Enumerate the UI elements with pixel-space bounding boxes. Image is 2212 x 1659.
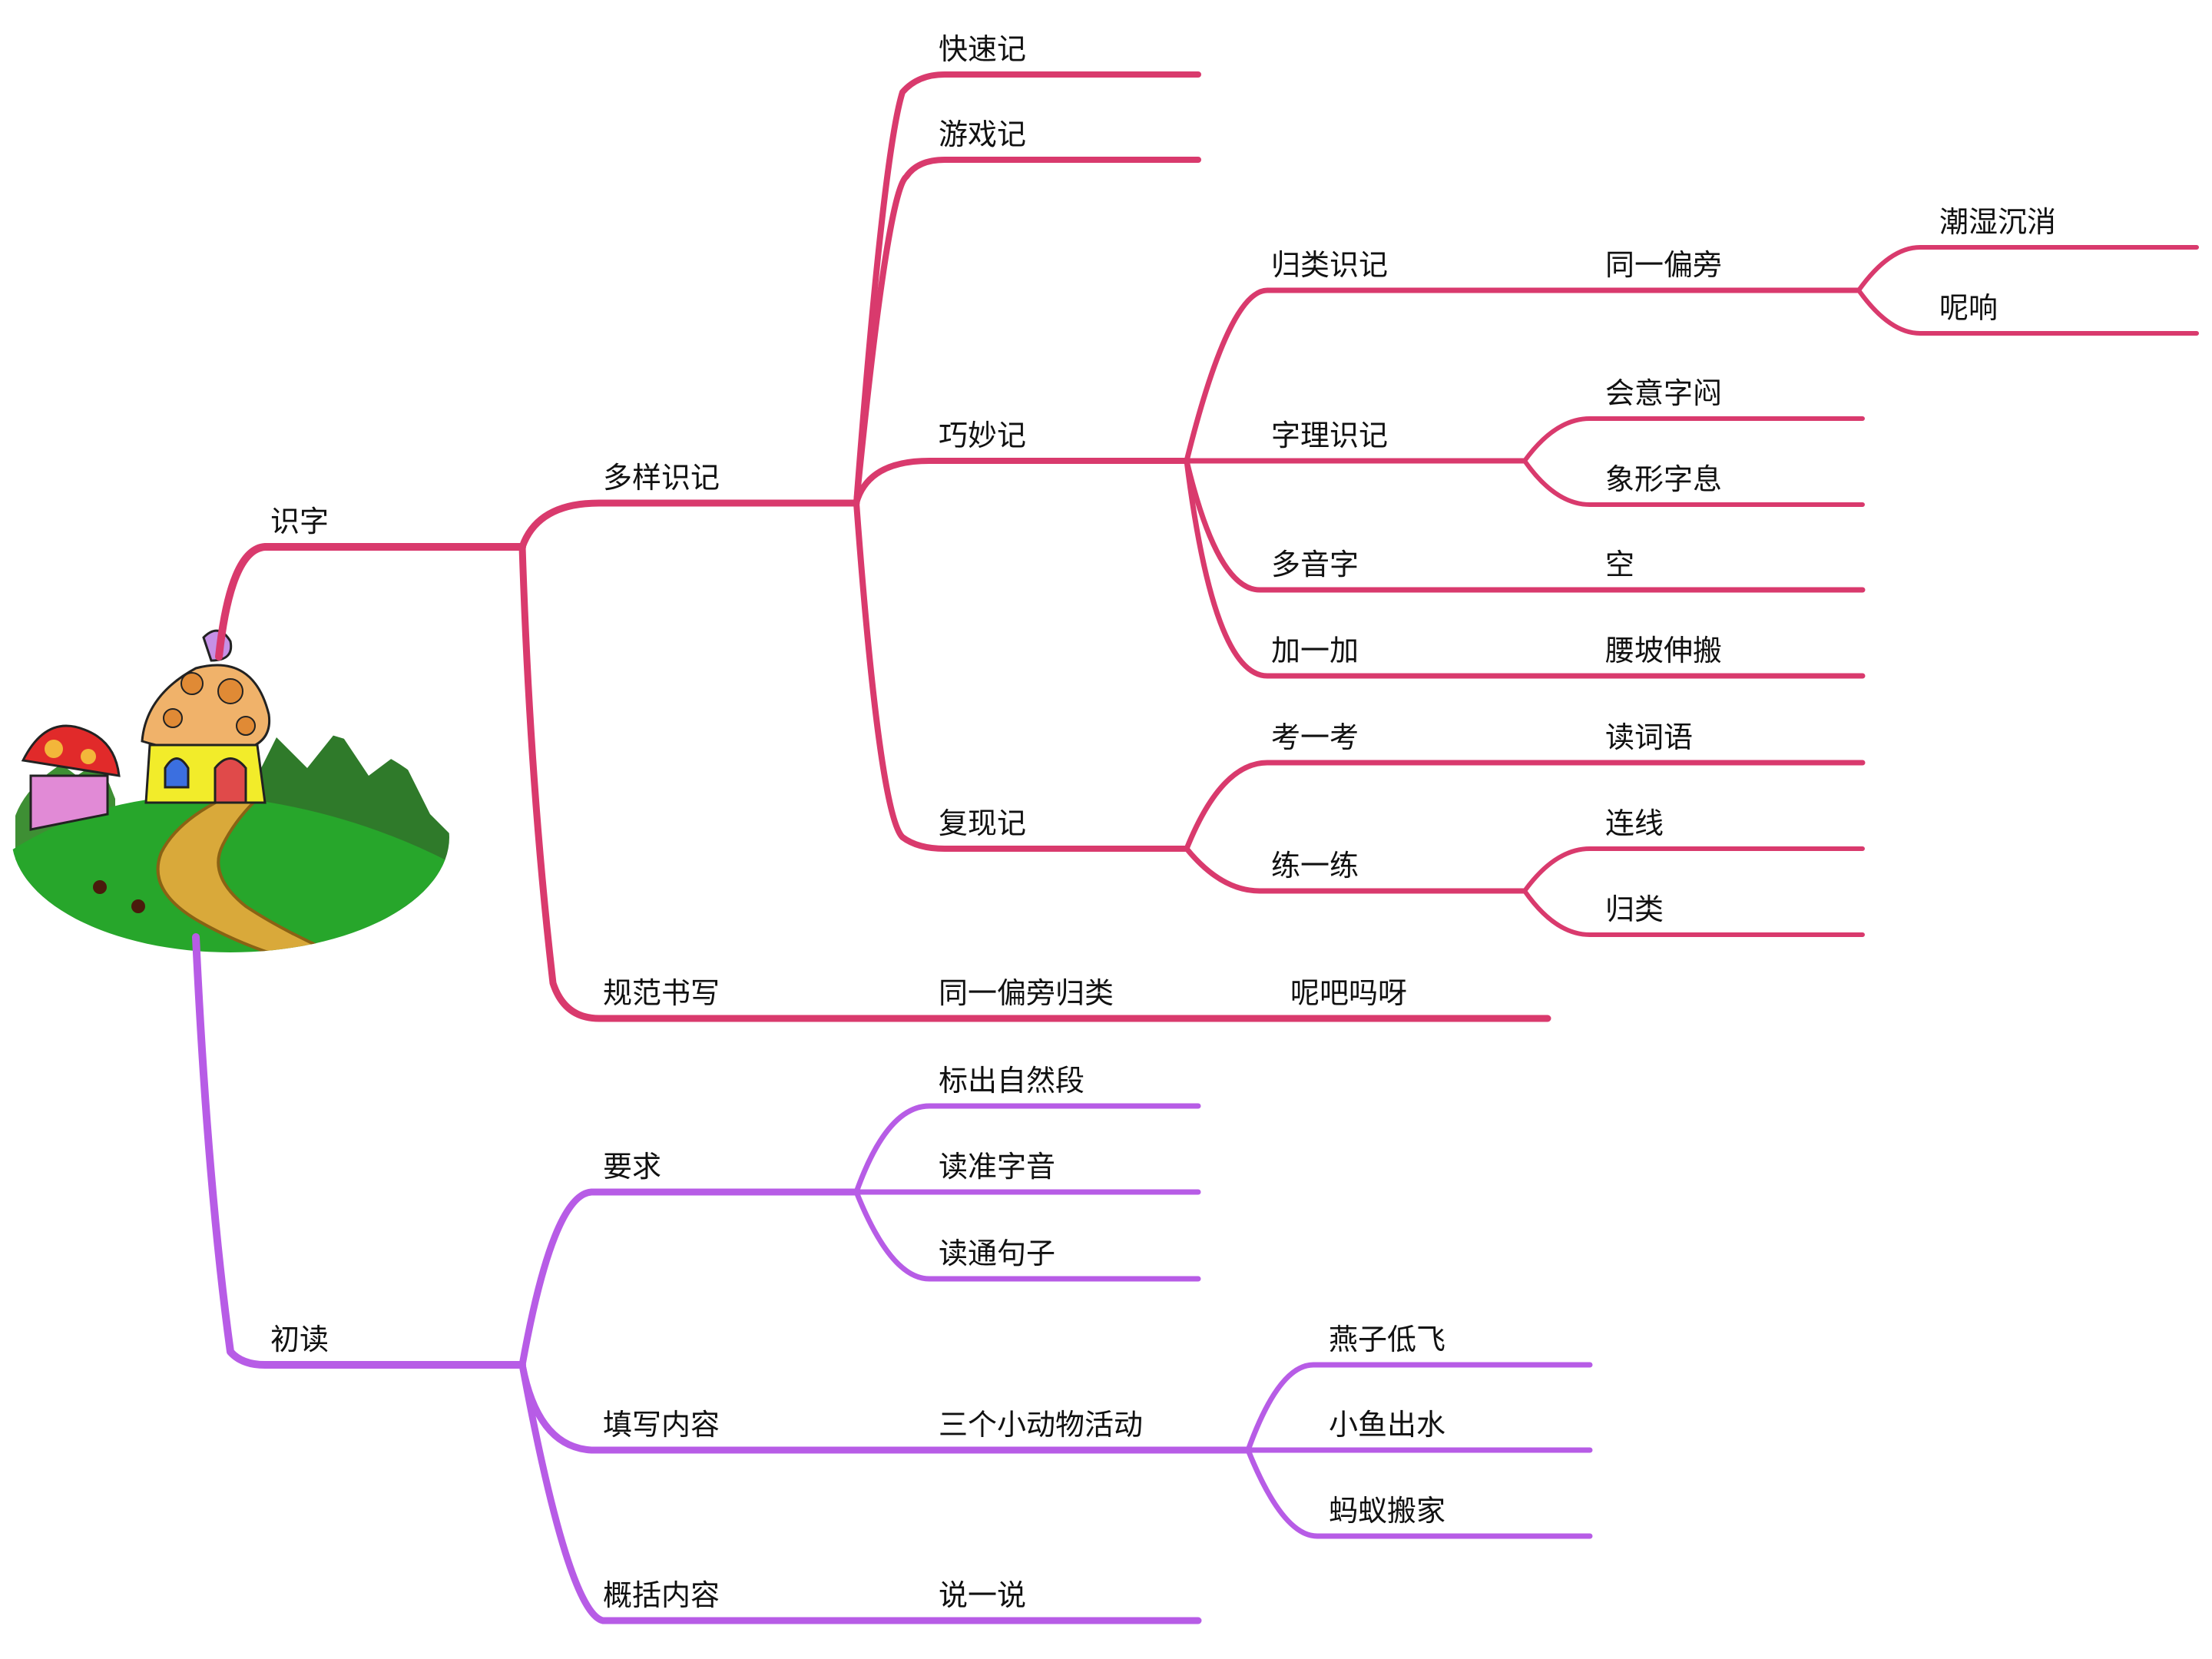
node-duoyang-shiji: 多样识记 bbox=[603, 461, 720, 495]
node-tianxie-neirong: 填写内容 bbox=[603, 1408, 720, 1442]
node-guilei-shiji: 归类识记 bbox=[1271, 248, 1388, 282]
node-zili-shiji: 字理识记 bbox=[1271, 419, 1388, 452]
node-guifan-shuxie: 规范书写 bbox=[603, 976, 720, 1010]
leaf-chaoshi-chenxiao: 潮湿沉消 bbox=[1939, 205, 2056, 239]
node-duoyin-zi: 多音字 bbox=[1271, 548, 1359, 581]
node-gaikuo-neirong: 概括内容 bbox=[603, 1578, 720, 1612]
node-sange-xiaodongwu: 三个小动物活动 bbox=[939, 1408, 1143, 1442]
node-youxi-ji: 游戏记 bbox=[939, 118, 1026, 151]
node-fuxian-ji: 复现记 bbox=[939, 806, 1026, 840]
leaf-xiaoyu-chushui: 小鱼出水 bbox=[1329, 1408, 1445, 1442]
leaf-shuo-yi-shuo: 说一说 bbox=[939, 1578, 1026, 1612]
labels: 识字 多样识记 快速记 游戏记 巧妙记 复现记 归类识记 同一偏旁 潮湿沉消 呢… bbox=[270, 32, 2056, 1612]
node-kuaisu-ji: 快速记 bbox=[939, 32, 1026, 66]
node-chudu: 初读 bbox=[270, 1323, 329, 1356]
leaf-kong: 空 bbox=[1605, 548, 1634, 581]
node-tongyi-pianpang: 同一偏旁 bbox=[1605, 248, 1722, 282]
leaf-biaochu-ziranduan: 标出自然段 bbox=[939, 1064, 1084, 1098]
leaf-yao-po-shen-ban: 腰坡伸搬 bbox=[1605, 634, 1722, 667]
leaf-xiangxing-zi: 象形字息 bbox=[1605, 462, 1722, 496]
leaf-du-ciyu: 读词语 bbox=[1605, 720, 1693, 754]
leaf-ne-ba-ma-ya: 呢吧吗呀 bbox=[1290, 976, 1407, 1010]
node-yaoqiu: 要求 bbox=[603, 1150, 661, 1184]
node-lian-yi-lian: 练一练 bbox=[1271, 849, 1359, 882]
node-qiaomiao-ji: 巧妙记 bbox=[939, 419, 1026, 452]
branch-shizi bbox=[215, 71, 2199, 1022]
leaf-huiyi-zi: 会意字闷 bbox=[1605, 376, 1722, 410]
mushroom-house-illustration bbox=[12, 629, 449, 952]
leaf-yanzi-difei: 燕子低飞 bbox=[1329, 1323, 1445, 1356]
node-jia-yi-jia: 加一加 bbox=[1271, 634, 1359, 667]
node-shizi: 识字 bbox=[270, 505, 329, 538]
leaf-guilei: 归类 bbox=[1605, 892, 1664, 926]
leaf-mayi-banjia: 蚂蚁搬家 bbox=[1329, 1494, 1445, 1528]
leaf-ne-xiang: 呢响 bbox=[1939, 291, 1998, 325]
node-kao-yi-kao: 考一考 bbox=[1271, 720, 1359, 754]
leaf-lianxian: 连线 bbox=[1605, 806, 1664, 840]
node-tongyi-pianpang-guilei: 同一偏旁归类 bbox=[939, 976, 1114, 1010]
leaf-duzhun-ziyin: 读准字音 bbox=[939, 1150, 1055, 1184]
leaf-dutong-juzi: 读通句子 bbox=[939, 1237, 1055, 1270]
branch-chudu bbox=[192, 933, 1593, 1624]
